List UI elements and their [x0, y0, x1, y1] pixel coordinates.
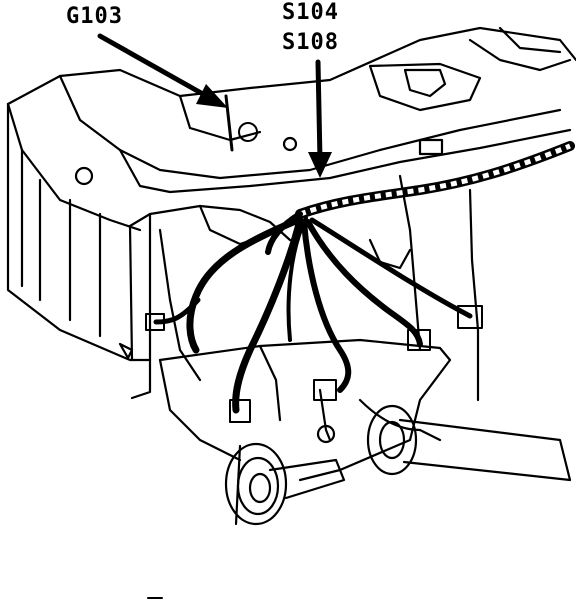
- radiator-support-panel: [6, 26, 576, 232]
- harness-connectors: [145, 94, 483, 423]
- leader-arrow-g103: [97, 33, 228, 108]
- leader-arrow-s104-s108: [308, 59, 332, 178]
- wiring-harness-main: [153, 141, 575, 414]
- callout-label-g103: G103: [66, 4, 123, 29]
- left-side-panel: [6, 102, 152, 400]
- lower-bracket-assembly: [158, 338, 572, 482]
- callout-label-s108: S108: [282, 30, 339, 55]
- callout-label-s104: S104: [282, 0, 339, 25]
- horn-assembly: [224, 442, 346, 526]
